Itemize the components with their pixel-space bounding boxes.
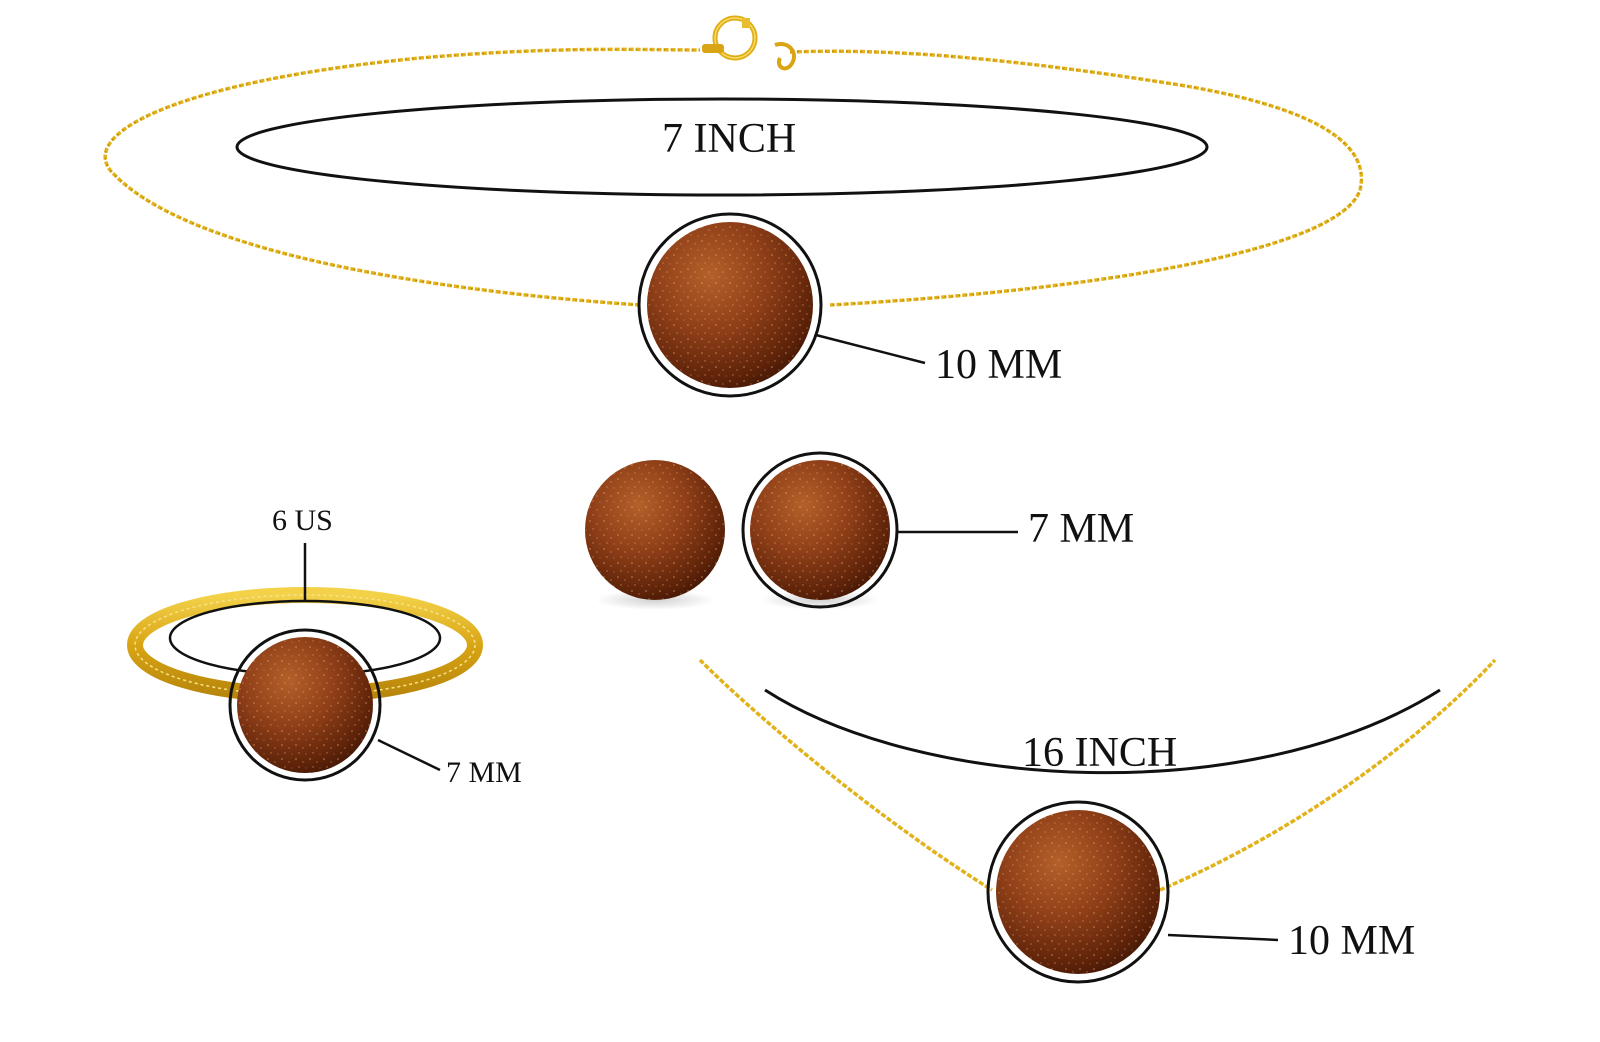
necklace-chain-left <box>698 658 993 892</box>
necklace-length-arc <box>764 688 1441 775</box>
ring-size-label: 6 US <box>272 504 333 537</box>
necklace <box>698 658 1497 984</box>
bracelet-stone-leader <box>815 333 926 365</box>
ring-stone-label: 7 MM <box>446 756 522 789</box>
ring-stone-circle <box>228 628 382 782</box>
earrings <box>585 451 1018 610</box>
ring <box>127 543 483 782</box>
clasp-icon <box>702 15 796 71</box>
bracelet-stone-circle <box>637 212 823 398</box>
necklace-stone-leader <box>1167 933 1279 942</box>
necklace-chain-right <box>1159 658 1497 892</box>
bracelet-length-label: 7 INCH <box>662 116 797 162</box>
necklace-stone-label: 10 MM <box>1288 918 1416 964</box>
earring-stone-label: 7 MM <box>1028 506 1135 552</box>
necklace-length-label: 16 INCH <box>1022 730 1178 776</box>
bracelet-stone-label: 10 MM <box>935 342 1063 388</box>
ring-stone-leader <box>377 738 441 772</box>
bracelet-length-ellipse <box>235 97 1209 197</box>
earring-right-circle <box>741 451 899 609</box>
necklace-stone-circle <box>986 800 1170 984</box>
bracelet <box>103 15 1364 398</box>
